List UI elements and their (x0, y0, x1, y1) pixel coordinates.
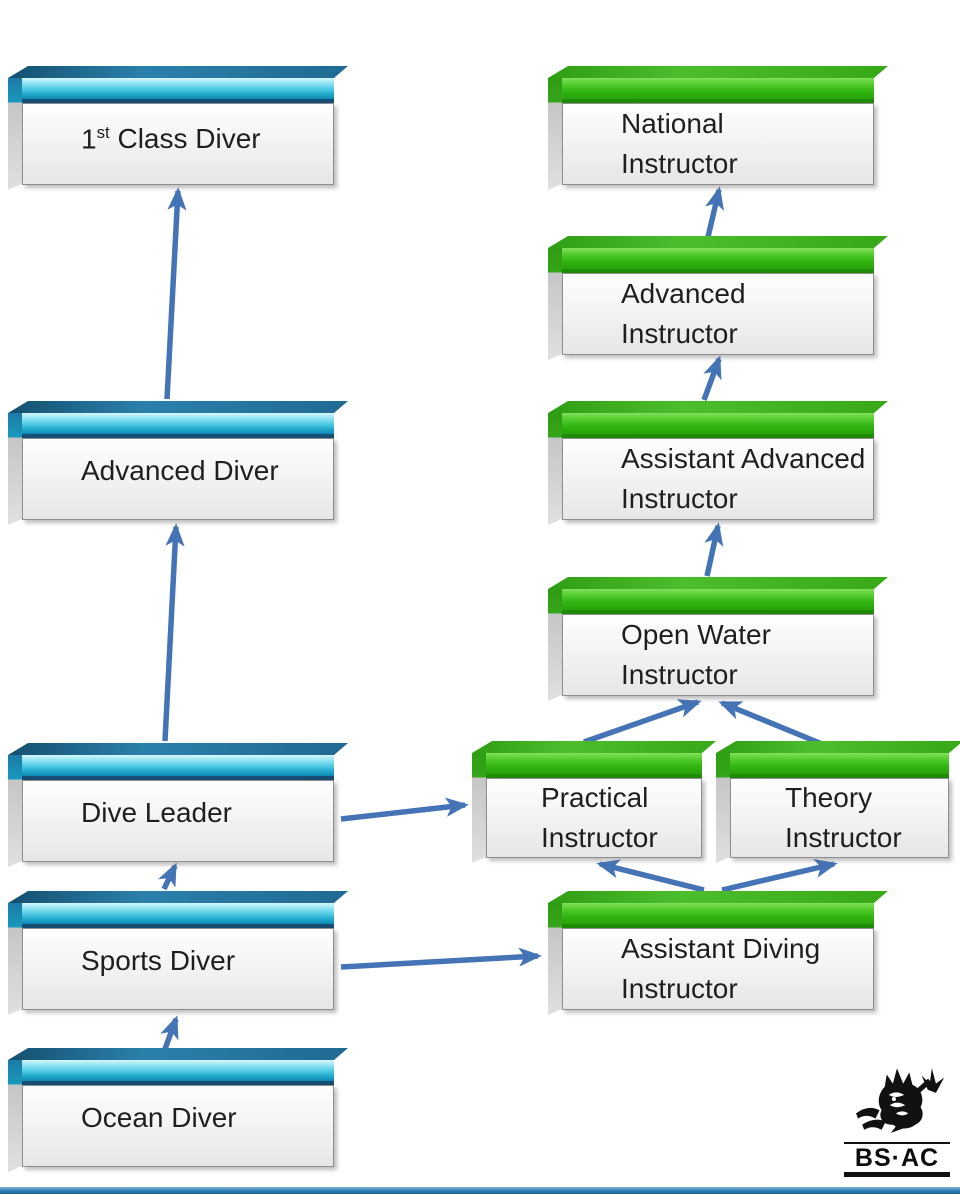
box-label-line2: Instructor (621, 148, 738, 179)
arrow-asstdiving-to-theory (721, 858, 838, 893)
box-color-bar (22, 903, 334, 928)
box-label: Advanced Diver (81, 455, 279, 486)
box-body: Sports Diver (22, 928, 334, 1010)
arrow-asstadvanced-to-advancedinstructor (701, 355, 722, 401)
box-color-bar (486, 753, 702, 778)
arrow-sports-to-diveleader (158, 862, 178, 891)
box-left-face (472, 753, 486, 863)
box-body: Practical Instructor (486, 778, 702, 858)
box-body: Assistant Advanced Instructor (562, 438, 874, 520)
box-assistant-diving-instructor: Assistant Diving Instructor (548, 891, 874, 1010)
box-color-bar (22, 413, 334, 438)
box-label: Sports Diver (81, 945, 236, 976)
arrow-advanced-to-firstclass (164, 187, 187, 400)
box-left-face (8, 413, 22, 525)
box-color-bar (562, 248, 874, 273)
box-practical-instructor: Practical Instructor (472, 741, 702, 858)
logo-wordmark: BS·AC (854, 1144, 940, 1172)
box-top-face (548, 66, 888, 78)
box-color-bar (22, 1060, 334, 1085)
box-label: Ocean Diver (81, 1102, 237, 1133)
box-advanced-instructor: Advanced Instructor (548, 236, 874, 355)
box-top-face (8, 401, 348, 413)
box-body: Theory Instructor (730, 778, 949, 858)
logo-rule-top (844, 1142, 950, 1144)
box-body: Ocean Diver (22, 1085, 334, 1167)
page-bottom-border (0, 1187, 960, 1194)
box-national-instructor: National Instructor (548, 66, 874, 185)
box-label: Dive Leader (81, 797, 232, 828)
box-label: Open Water (621, 619, 771, 650)
box-top-face (8, 66, 348, 78)
box-label-line2: Instructor (621, 659, 738, 690)
box-body: National Instructor (562, 103, 874, 185)
box-label-line2: Instructor (621, 483, 738, 514)
box-top-face (548, 891, 888, 903)
box-left-face (716, 753, 730, 863)
box-advanced-diver: Advanced Diver (8, 401, 334, 520)
box-left-face (548, 78, 562, 190)
box-left-face (548, 413, 562, 525)
box-top-face (472, 741, 716, 753)
box-assistant-advanced-instructor: Assistant Advanced Instructor (548, 401, 874, 520)
box-label: Theory (785, 782, 873, 813)
box-sports-diver: Sports Diver (8, 891, 334, 1010)
arrow-advancedinstructor-to-national (705, 186, 724, 238)
box-left-face (8, 903, 22, 1015)
box-label: Advanced (621, 278, 746, 309)
box-top-face (548, 236, 888, 248)
box-body: Advanced Instructor (562, 273, 874, 355)
box-left-face (548, 589, 562, 701)
box-left-face (8, 1060, 22, 1172)
box-label-line2: Instructor (621, 973, 738, 1004)
arrow-theory-to-openwater (718, 700, 824, 747)
box-color-bar (22, 755, 334, 780)
arrow-asstdiving-to-practical (596, 859, 705, 893)
box-color-bar (562, 413, 874, 438)
box-top-face (8, 891, 348, 903)
box-top-face (548, 401, 888, 413)
box-top-face (8, 1048, 348, 1060)
box-color-bar (562, 589, 874, 614)
box-left-face (548, 903, 562, 1015)
box-label: Practical (541, 782, 649, 813)
arrow-sports-to-asstdiving (340, 947, 542, 970)
box-label: Assistant Diving (621, 933, 821, 964)
box-color-bar (22, 78, 334, 103)
arrow-practical-to-openwater (583, 699, 702, 745)
box-body: Advanced Diver (22, 438, 334, 520)
bsac-neptune-icon (856, 1068, 945, 1133)
box-open-water-instructor: Open Water Instructor (548, 577, 874, 696)
box-left-face (8, 755, 22, 867)
box-label: National (621, 108, 724, 139)
box-label: Assistant Advanced (621, 443, 866, 474)
box-ocean-diver: Ocean Diver (8, 1048, 334, 1167)
arrow-openwater-to-asstadvanced (704, 522, 724, 577)
box-color-bar (562, 903, 874, 928)
box-left-face (548, 248, 562, 360)
arrow-diveleader-to-practical (340, 797, 469, 822)
arrow-ocean-to-sports (160, 1015, 179, 1050)
box-body: Assistant Diving Instructor (562, 928, 874, 1010)
box-body: Open Water Instructor (562, 614, 874, 696)
logo-rule-bottom (844, 1172, 950, 1177)
box-left-face (8, 78, 22, 190)
box-label-line2: Instructor (541, 822, 658, 853)
box-top-face (548, 577, 888, 589)
box-label-line2: Instructor (621, 318, 738, 349)
box-color-bar (730, 753, 949, 778)
box-color-bar (562, 78, 874, 103)
box-top-face (716, 741, 960, 753)
box-top-face (8, 743, 348, 755)
box-label-line2: Instructor (785, 822, 902, 853)
box-theory-instructor: Theory Instructor (716, 741, 949, 858)
box-body: Dive Leader (22, 780, 334, 862)
bsac-logo: BS·AC (838, 1056, 956, 1177)
box-dive-leader: Dive Leader (8, 743, 334, 862)
arrow-diveleader-to-advanced (162, 523, 185, 742)
